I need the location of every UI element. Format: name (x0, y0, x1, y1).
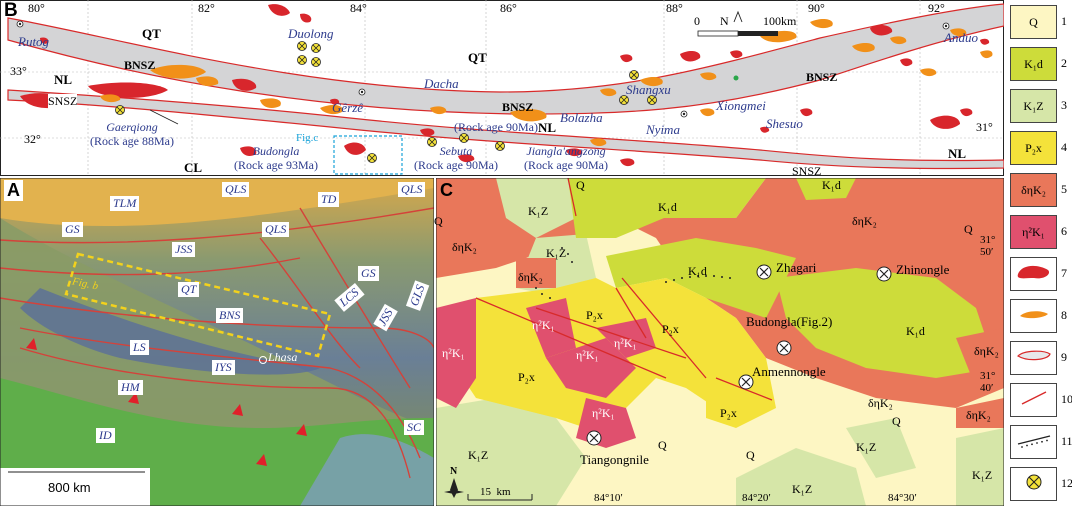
legend-number: 12 (1061, 476, 1072, 490)
legend-swatch-label: δηK₂ (1021, 182, 1046, 197)
legend-swatch (1010, 341, 1057, 375)
legend-symbol-icon (1014, 262, 1054, 286)
legend-number: 4 (1061, 140, 1067, 154)
legend-symbol-icon (1014, 346, 1054, 370)
legend-item-11: 11 (1006, 422, 1072, 463)
legend-swatch-label: K₁Z (1023, 98, 1044, 113)
legend-item-2: K₁d 2 (1006, 44, 1072, 85)
legend-swatch (1010, 299, 1057, 333)
legend-item-9: 9 (1006, 338, 1072, 379)
legend-swatch-label: K₁d (1024, 56, 1043, 71)
legend-number: 6 (1061, 224, 1067, 238)
legend-swatch (1010, 467, 1057, 501)
panel-a-relief-map (0, 178, 434, 506)
legend-symbol-icon (1014, 304, 1054, 328)
legend-swatch: Q (1010, 5, 1057, 39)
snsz-belt (7, 89, 1004, 170)
legend-number: 3 (1061, 98, 1067, 112)
legend-swatch-label: P₂x (1025, 140, 1042, 155)
legend-symbol-icon (1014, 472, 1054, 496)
legend-number: 9 (1061, 350, 1067, 364)
legend-swatch: δηK₂ (1010, 173, 1057, 207)
scale-bar (697, 10, 778, 37)
legend-item-7: 7 (1006, 254, 1072, 295)
legend-swatch (1010, 383, 1057, 417)
legend-item-3: K₁Z 3 (1006, 86, 1072, 127)
fig-c-box (333, 135, 403, 175)
fig-b-box (64, 252, 332, 358)
legend-number: 8 (1061, 308, 1067, 322)
legend-item-10: 10 (1006, 380, 1072, 421)
legend-swatch (1010, 425, 1057, 459)
legend-swatch: K₁d (1010, 47, 1057, 81)
legend-number: 11 (1061, 434, 1072, 448)
legend-item-4: P₂x 4 (1006, 128, 1072, 169)
legend-item-8: 8 (1006, 296, 1072, 337)
legend-item-5: δηK₂ 5 (1006, 170, 1072, 211)
legend-item-12: 12 (1006, 464, 1072, 505)
legend-swatch-label: η²K₁ (1022, 224, 1045, 239)
legend-swatch: P₂x (1010, 131, 1057, 165)
legend-number: 1 (1061, 14, 1067, 28)
panel-b-map (0, 0, 1004, 176)
legend-item-6: η²K₁ 6 (1006, 212, 1072, 253)
legend-number: 10 (1061, 392, 1072, 406)
legend-swatch (1010, 257, 1057, 291)
legend-number: 2 (1061, 56, 1067, 70)
legend-number: 7 (1061, 266, 1067, 280)
legend-swatch: K₁Z (1010, 89, 1057, 123)
legend-swatch: η²K₁ (1010, 215, 1057, 249)
bnsz-belt (7, 3, 1004, 115)
legend-symbol-icon (1014, 388, 1054, 412)
panel-c-geologic-map (436, 178, 1004, 506)
legend-number: 5 (1061, 182, 1067, 196)
legend-symbol-icon (1014, 430, 1054, 454)
legend-swatch-label: Q (1029, 14, 1038, 29)
